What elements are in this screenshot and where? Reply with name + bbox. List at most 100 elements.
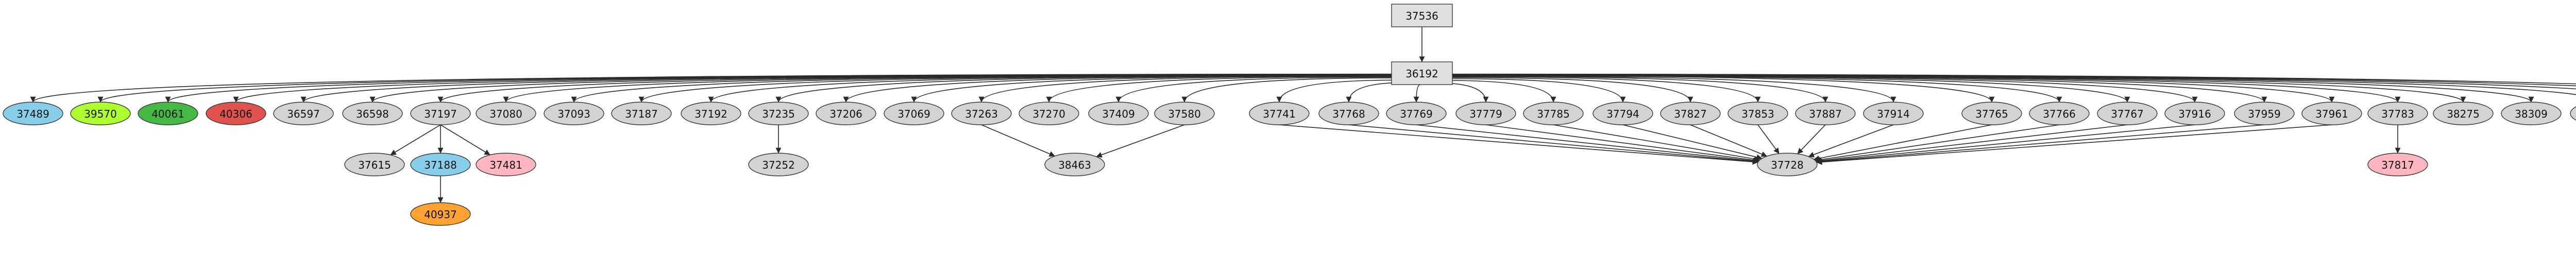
node-38309: 38309	[2501, 102, 2562, 125]
edge-36192-37768	[1346, 82, 1405, 103]
node-label: 37409	[1102, 108, 1135, 120]
node-ellipse-shape	[476, 102, 536, 125]
node-ellipse-shape	[206, 102, 266, 125]
node-label: 40061	[151, 108, 184, 120]
node-40306: 40306	[206, 102, 266, 125]
node-ellipse-shape	[476, 153, 536, 176]
node-36598: 36598	[342, 102, 403, 125]
node-37093: 37093	[544, 102, 604, 125]
node-label: 37270	[1032, 108, 1065, 120]
edge-36192-37270	[1046, 76, 1393, 103]
node-label: 37765	[1975, 108, 2008, 120]
edge-37197-37481	[440, 124, 490, 155]
node-ellipse-shape	[1660, 102, 1721, 125]
node-ellipse-shape	[138, 102, 198, 125]
node-label: 40306	[219, 108, 252, 120]
node-label: 37615	[358, 159, 391, 171]
node-37252: 37252	[748, 153, 809, 176]
node-ellipse-shape	[3, 102, 63, 125]
node-label: 37187	[625, 108, 658, 120]
node-ellipse-shape	[2367, 102, 2428, 125]
node-37580: 37580	[1154, 102, 1215, 125]
edge-36192-37887	[1451, 75, 1828, 103]
node-ellipse-shape	[1386, 102, 1447, 125]
edge-37766-37728	[1815, 124, 2060, 163]
edge-37767-37728	[1815, 124, 2128, 163]
node-label: 36598	[356, 108, 389, 120]
node-label: 37887	[1809, 108, 1842, 120]
edge-37741-37728	[1279, 124, 1758, 165]
node-label: 38275	[2447, 108, 2480, 120]
node-36597: 36597	[273, 102, 334, 125]
node-ellipse-shape	[1592, 102, 1653, 125]
node-ellipse-shape	[2501, 102, 2562, 125]
node-label: 37783	[2381, 108, 2414, 120]
node-label: 37080	[489, 108, 522, 120]
node-37961: 37961	[2301, 102, 2362, 125]
node-label: 37794	[1606, 108, 1639, 120]
edge-37580-38463	[1096, 124, 1185, 158]
node-ellipse-shape	[410, 102, 471, 125]
node-label: 37481	[489, 159, 522, 171]
node-40937: 40937	[410, 202, 471, 226]
node-label: 37235	[762, 108, 795, 120]
node-37235: 37235	[748, 102, 809, 125]
node-ellipse-shape	[1795, 102, 1856, 125]
node-37794: 37794	[1592, 102, 1653, 125]
edge-37959-37728	[1816, 124, 2265, 165]
node-ellipse-shape	[816, 102, 876, 125]
node-label: 37093	[557, 108, 590, 120]
node-label: 37785	[1537, 108, 1570, 120]
node-ellipse-shape	[410, 202, 471, 226]
node-37916: 37916	[2164, 102, 2225, 125]
edge-36192-37914	[1451, 75, 1896, 103]
node-label: 37252	[762, 159, 795, 171]
node-37783: 37783	[2367, 102, 2428, 125]
node-ellipse-shape	[2097, 102, 2158, 125]
node-ellipse-shape	[2164, 102, 2225, 125]
node-label: 37489	[16, 108, 49, 120]
node-ellipse-shape	[273, 102, 334, 125]
node-label: 37728	[1771, 159, 1804, 171]
node-label: 37069	[897, 108, 930, 120]
node-label: 39570	[84, 108, 117, 120]
edge-37779-37728	[1485, 124, 1759, 163]
node-37767: 37767	[2097, 102, 2158, 125]
node-37270: 37270	[1019, 102, 1079, 125]
edge-37765-37728	[1814, 124, 1992, 161]
node-40061: 40061	[138, 102, 198, 125]
node-label: 37916	[2178, 108, 2211, 120]
edge-36192-37580	[1181, 77, 1395, 103]
node-37187: 37187	[611, 102, 672, 125]
node-ellipse-shape	[342, 102, 403, 125]
edge-37887-37728	[1797, 124, 1826, 154]
edge-36192-37769	[1413, 84, 1421, 103]
node-ellipse-shape	[410, 153, 471, 176]
node-ellipse-shape	[1523, 102, 1584, 125]
node-ellipse-shape	[1318, 102, 1379, 125]
edge-36192-37993	[1452, 73, 2576, 85]
node-37489: 37489	[3, 102, 63, 125]
node-label: 37197	[424, 108, 457, 120]
node-label: 37914	[1877, 108, 1910, 120]
edge-37263-38463	[981, 124, 1055, 157]
edge-36192-37409	[1115, 76, 1394, 103]
node-label: 37206	[829, 108, 862, 120]
node-37741: 37741	[1249, 102, 1310, 125]
node-37192: 37192	[681, 102, 741, 125]
node-37959: 37959	[2234, 102, 2295, 125]
node-ellipse-shape	[1154, 102, 1215, 125]
edge-36192-37741	[1276, 79, 1398, 103]
node-37080: 37080	[476, 102, 536, 125]
edge-36192-37263	[978, 75, 1393, 103]
node-label: 38463	[1058, 159, 1091, 171]
node-37827: 37827	[1660, 102, 1721, 125]
node-37766: 37766	[2029, 102, 2090, 125]
node-37536: 37536	[1391, 4, 1453, 27]
edge-37197-37615	[390, 124, 441, 156]
node-label: 37192	[694, 108, 727, 120]
node-37728: 37728	[1757, 153, 1818, 176]
